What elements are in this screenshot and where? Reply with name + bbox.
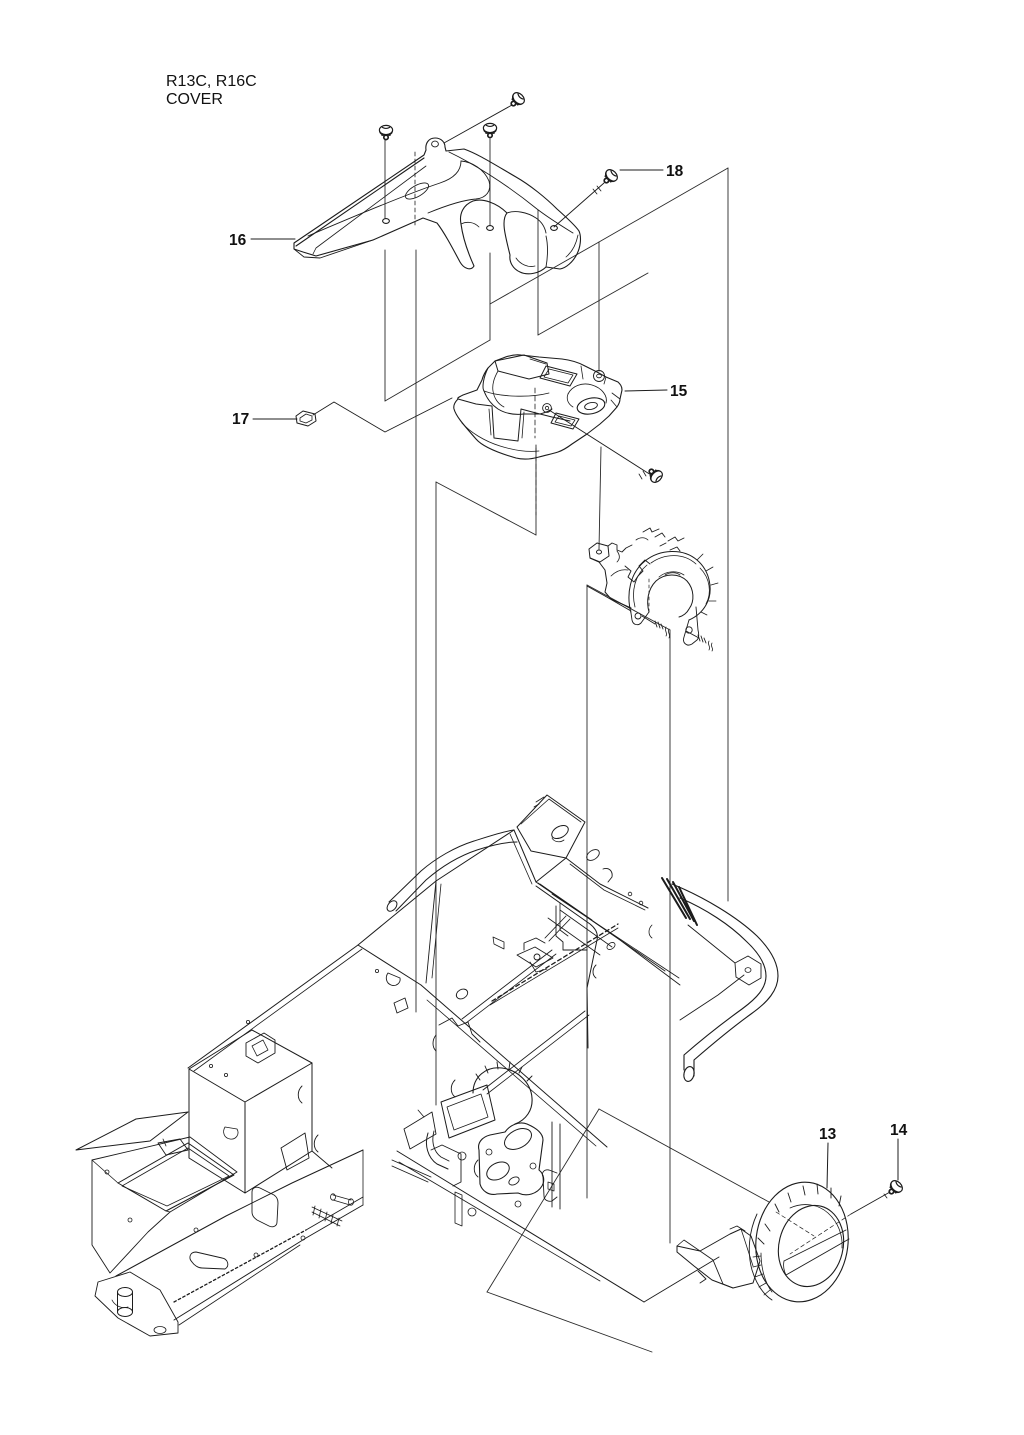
svg-text:R13C, R16C: R13C, R16C xyxy=(166,73,257,90)
svg-text:14: 14 xyxy=(890,1122,908,1139)
svg-text:18: 18 xyxy=(666,163,684,180)
svg-text:16: 16 xyxy=(229,232,247,249)
svg-text:13: 13 xyxy=(819,1126,837,1143)
svg-text:COVER: COVER xyxy=(166,91,223,108)
svg-text:15: 15 xyxy=(670,383,688,400)
svg-text:17: 17 xyxy=(232,411,249,428)
